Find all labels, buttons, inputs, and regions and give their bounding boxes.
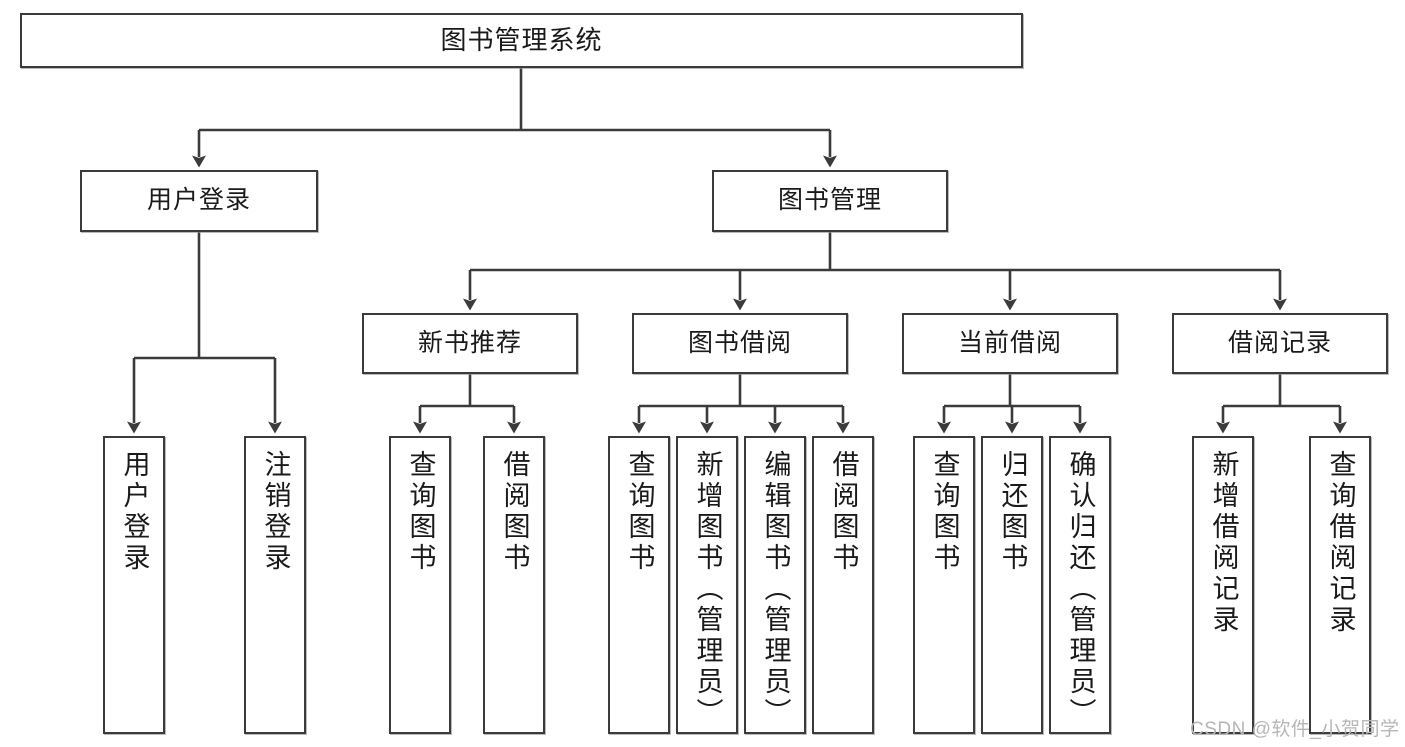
node-label: 新增借阅记录 [1208,450,1239,636]
node-label: 查询借阅记录 [1325,450,1356,636]
node-label: 用户登录 [146,186,251,215]
leaf-current-confirm-return-admin[interactable]: 确认归还（管理员） [1049,436,1111,734]
node-label: 归还图书 [997,450,1028,574]
node-label: 图书管理系统 [440,25,603,56]
leaf-borrow-borrow-book[interactable]: 借阅图书 [812,436,874,734]
node-label: 查询图书 [929,450,960,574]
node-new-book-recommend[interactable]: 新书推荐 [362,313,578,374]
leaf-recommend-query-book[interactable]: 查询图书 [389,436,451,734]
leaf-borrow-add-book-admin[interactable]: 新增图书（管理员） [676,436,738,734]
node-label: 借阅图书 [828,450,859,574]
leaf-current-return-book[interactable]: 归还图书 [981,436,1043,734]
leaf-borrow-edit-book-admin[interactable]: 编辑图书（管理员） [744,436,806,734]
node-label: 用户登录 [119,450,150,574]
leaf-record-add-borrow-record[interactable]: 新增借阅记录 [1192,436,1254,734]
node-label: 图书管理 [777,186,882,215]
node-label: 图书借阅 [687,328,792,357]
node-root-system[interactable]: 图书管理系统 [20,13,1023,68]
leaf-logout[interactable]: 注销登录 [244,436,306,734]
node-book-borrow[interactable]: 图书借阅 [632,313,848,374]
leaf-current-query-book[interactable]: 查询图书 [913,436,975,734]
node-label: 查询图书 [405,450,436,574]
node-book-management[interactable]: 图书管理 [712,170,948,232]
leaf-borrow-query-book[interactable]: 查询图书 [608,436,670,734]
node-label: 新增图书（管理员） [692,450,723,729]
node-borrow-record[interactable]: 借阅记录 [1172,313,1388,374]
node-user-login[interactable]: 用户登录 [80,170,318,232]
node-label: 新书推荐 [417,328,522,357]
node-label: 查询图书 [624,450,655,574]
node-label: 当前借阅 [957,328,1062,357]
node-label: 确认归还（管理员） [1065,450,1096,729]
leaf-recommend-borrow-book[interactable]: 借阅图书 [483,436,545,734]
leaf-user-login[interactable]: 用户登录 [103,436,165,734]
node-label: 编辑图书（管理员） [760,450,791,729]
node-current-borrow[interactable]: 当前借阅 [902,313,1118,374]
node-label: 借阅图书 [499,450,530,574]
leaf-record-query-borrow-record[interactable]: 查询借阅记录 [1309,436,1371,734]
node-label: 注销登录 [260,450,291,574]
node-label: 借阅记录 [1227,328,1332,357]
